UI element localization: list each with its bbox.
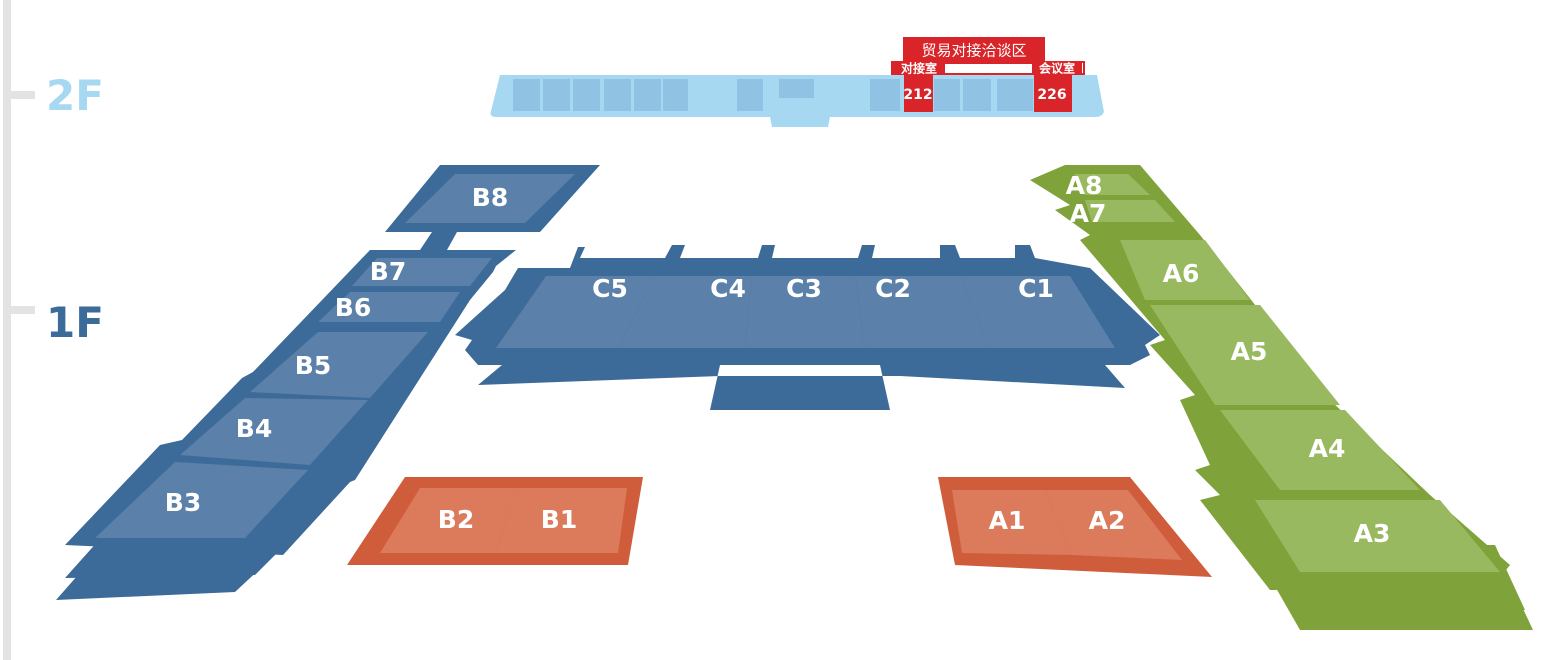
b-orange-halls — [347, 477, 643, 565]
hall-label-b4[interactable]: B4 — [236, 414, 272, 443]
hall-label-a5[interactable]: A5 — [1231, 337, 1268, 366]
room-226-tag — [1032, 63, 1082, 75]
floor-axis-line — [3, 0, 11, 660]
floor-tick-1f — [3, 306, 35, 314]
b-hall-wing — [56, 165, 600, 600]
b8-connector — [420, 232, 457, 250]
hall-label-a7[interactable]: A7 — [1070, 199, 1107, 228]
room-226-name: 会议室 — [1039, 61, 1075, 76]
hall-label-b1[interactable]: B1 — [541, 505, 577, 534]
hall-label-b5[interactable]: B5 — [295, 351, 331, 380]
hall-label-b8[interactable]: B8 — [472, 183, 508, 212]
c-hall-wing — [455, 245, 1160, 410]
room-212-name: 对接室 — [901, 61, 937, 76]
floor-label-2f[interactable]: 2F — [46, 71, 104, 120]
second-floor-area[interactable]: 贸易对接洽谈区 对接室 212 会议室 226 — [490, 37, 1104, 127]
trade-zone-banner — [903, 37, 1045, 64]
room-212-number: 212 — [903, 87, 932, 103]
hall-label-a1[interactable]: A1 — [989, 506, 1026, 535]
a-hall-wing — [1030, 165, 1533, 630]
trade-zone-bracket — [891, 61, 1085, 75]
hall-label-a6[interactable]: A6 — [1163, 259, 1200, 288]
second-floor-rooms — [513, 79, 1033, 111]
hall-label-c4[interactable]: C4 — [710, 274, 746, 303]
room-212-tag — [893, 63, 945, 75]
hall-label-b2[interactable]: B2 — [438, 505, 474, 534]
floor-label-1f[interactable]: 1F — [46, 298, 104, 347]
hall-label-b6[interactable]: B6 — [335, 293, 371, 322]
hall-label-b7[interactable]: B7 — [370, 257, 406, 286]
hall-label-c3[interactable]: C3 — [786, 274, 822, 303]
hall-label-a4[interactable]: A4 — [1309, 434, 1346, 463]
a-orange-halls — [938, 477, 1212, 577]
trade-zone-label[interactable]: 贸易对接洽谈区 — [921, 42, 1026, 60]
hall-label-c2[interactable]: C2 — [875, 274, 911, 303]
hall-label-a8[interactable]: A8 — [1066, 171, 1103, 200]
hall-label-c1[interactable]: C1 — [1018, 274, 1054, 303]
hall-label-c5[interactable]: C5 — [592, 274, 628, 303]
hall-label-a3[interactable]: A3 — [1354, 519, 1391, 548]
hall-label-a2[interactable]: A2 — [1089, 506, 1126, 535]
room-226-number: 226 — [1037, 87, 1066, 103]
hall-label-b3[interactable]: B3 — [165, 488, 201, 517]
floor-tick-2f — [3, 91, 35, 99]
